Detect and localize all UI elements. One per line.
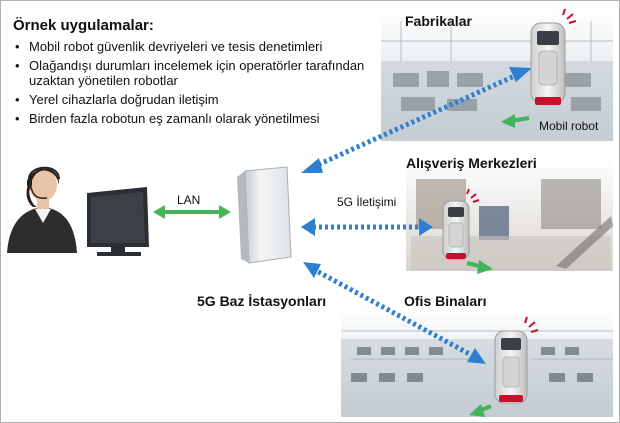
examples-list: Mobil robot güvenlik devriyeleri ve tesi… bbox=[15, 39, 389, 130]
wireless-arrow-factory bbox=[301, 67, 532, 173]
example-item: Birden fazla robotun eş zamanlı olarak y… bbox=[15, 111, 389, 126]
base-station-icon bbox=[237, 166, 292, 264]
mall-robot-icon bbox=[442, 188, 480, 260]
operator-icon bbox=[7, 166, 77, 253]
lan-label: LAN bbox=[177, 193, 201, 207]
example-item: Yerel cihazlarla doğrudan iletişim bbox=[15, 92, 389, 107]
mall-title: Alışveriş Merkezleri bbox=[406, 155, 537, 171]
examples-title: Örnek uygulamalar: bbox=[13, 17, 154, 34]
example-item: Mobil robot güvenlik devriyeleri ve tesi… bbox=[15, 39, 389, 54]
office-title: Ofis Binaları bbox=[404, 293, 487, 309]
fiveg-label: 5G İletişimi bbox=[337, 195, 397, 209]
base-station-label: 5G Baz İstasyonları bbox=[197, 293, 327, 309]
lan-arrow bbox=[153, 205, 231, 219]
wireless-arrow-mall bbox=[301, 218, 433, 236]
example-item: Olağandışı durumları incelemek için oper… bbox=[15, 58, 389, 88]
factory-title: Fabrikalar bbox=[405, 13, 472, 29]
wireless-arrow-office bbox=[303, 262, 486, 364]
factory-robot-icon bbox=[530, 8, 577, 105]
mobile-robot-label: Mobil robot bbox=[539, 119, 599, 133]
factory-robot-move-arrow bbox=[501, 114, 530, 128]
office-robot-icon bbox=[494, 316, 539, 404]
monitor-icon bbox=[87, 187, 149, 256]
mall-scene-image bbox=[406, 159, 613, 271]
mall-robot-move-arrow bbox=[466, 260, 493, 274]
office-robot-move-arrow bbox=[469, 404, 492, 417]
